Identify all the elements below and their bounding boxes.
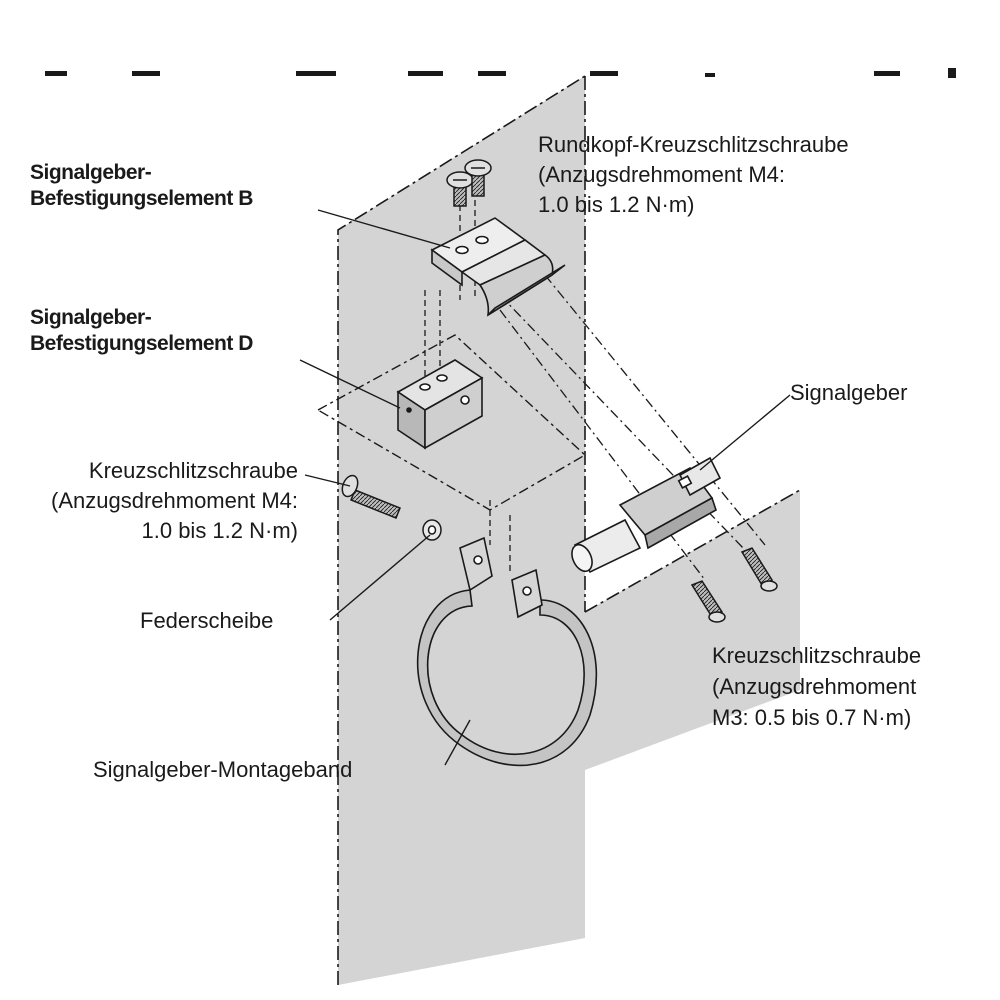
- label-cross-screw-m4-line-1: Kreuzschlitzschraube: [88, 458, 298, 483]
- label-cross-screw-m3-line-1: Kreuzschlitzschraube: [712, 643, 922, 668]
- label-cross-screw-m3: Kreuzschlitzschraube (Anzugsdrehmoment M…: [712, 640, 921, 733]
- label-round-head-screw-line-2: (Anzugsdrehmoment M4:: [538, 162, 785, 187]
- signalgeber-panel-edges: [584, 76, 801, 613]
- screw-paths: [424, 200, 511, 575]
- label-element-b-line-2: Befestigungselement B: [30, 187, 253, 210]
- leader-lines: [299, 209, 791, 766]
- label-montageband: Signalgeber-Montageband: [93, 757, 353, 782]
- spring-washer: [422, 519, 442, 541]
- label-element-b: Signalgeber- Befestigungselement B: [30, 160, 253, 212]
- panel-edges: [337, 75, 586, 985]
- mounting-band: [416, 536, 598, 767]
- round-head-screws: [446, 159, 492, 207]
- label-cross-screw-m4: Kreuzschlitzschraube (Anzugsdrehmoment M…: [8, 456, 298, 546]
- cross-screws-m3: [690, 547, 778, 623]
- label-signalgeber: Signalgeber: [790, 380, 908, 405]
- label-round-head-screw-line-3: 1.0 bis 1.2 N·m): [538, 192, 695, 217]
- label-cross-screw-m3-line-3: M3: 0.5 bis 0.7 N·m): [712, 705, 912, 730]
- label-cross-screw-m3-line-2: (Anzugsdrehmoment: [712, 674, 917, 699]
- label-element-d-line-1: Signalgeber-: [30, 306, 152, 329]
- label-cross-screw-m4-line-3: 1.0 bis 1.2 N·m): [141, 518, 299, 543]
- label-federscheibe: Federscheibe: [140, 608, 274, 633]
- construction-plane: [317, 334, 587, 511]
- element-d-block: [396, 359, 484, 450]
- cropped-header-fragments: [45, 68, 956, 78]
- label-element-b-line-1: Signalgeber-: [30, 161, 152, 184]
- label-cross-screw-m4-line-2: (Anzugsdrehmoment M4:: [51, 488, 298, 513]
- label-round-head-screw-line-1: Rundkopf-Kreuzschlitzschraube: [538, 132, 849, 157]
- signalgeber-sensor: [571, 456, 722, 574]
- label-element-d-line-2: Befestigungselement D: [30, 332, 253, 355]
- label-element-d: Signalgeber- Befestigungselement D: [30, 305, 253, 357]
- element-b-bracket: [430, 217, 566, 317]
- label-round-head-screw: Rundkopf-Kreuzschlitzschraube (Anzugsdre…: [538, 130, 849, 220]
